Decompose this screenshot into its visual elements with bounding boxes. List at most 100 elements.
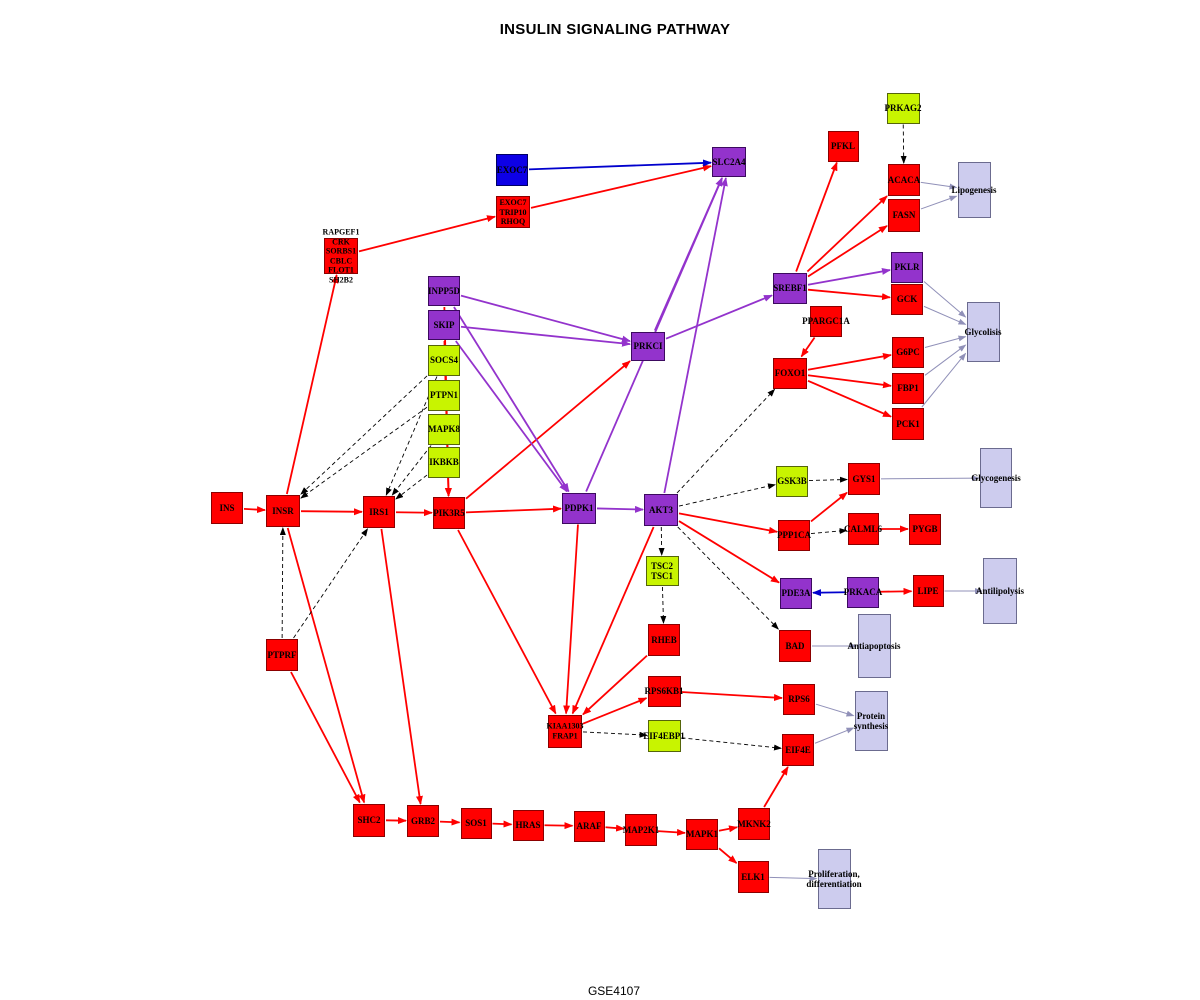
edge-INPP5D-PDPK1 — [453, 306, 570, 493]
edge-FOXO1-FBP1 — [807, 374, 892, 389]
edge-SREBF1-GCK — [807, 288, 891, 301]
node-label: FASN — [892, 210, 916, 220]
node-label: PCK1 — [896, 419, 920, 429]
edge-PPP1CA-GYS1 — [810, 491, 848, 523]
edge-IRS1-PIK3R5 — [395, 509, 433, 517]
edge-FBP1-Glycolisis — [924, 344, 967, 376]
node-label: SLC2A4 — [712, 157, 746, 167]
gene-socs4-node: SOCS4 — [428, 344, 460, 376]
node-label: SOCS4 — [429, 355, 459, 365]
edge-INSR-IRS1 — [300, 508, 363, 516]
edge-PKLR-Glycolisis — [923, 281, 967, 318]
edge-PDPK1-KIAA — [563, 524, 579, 715]
gene-ptprf-node: PTPRF — [266, 639, 298, 671]
node-label: FOXO1 — [774, 368, 806, 378]
gene-rapgef1c-node: RAPGEF1 CRK SORBS1 CBLC FLOT1 SH2B2 — [323, 228, 360, 285]
gene-rps6kb1-node: RPS6KB1 — [644, 675, 684, 707]
edge-ACACA-Lipogenesis — [920, 181, 958, 190]
edge-MAPK8-IRS1 — [391, 445, 432, 496]
edge-G6PC-Glycolisis — [924, 335, 967, 348]
node-label: MKNK2 — [737, 819, 771, 829]
process-antilipolysis-node: Antilipolysis — [976, 558, 1024, 624]
node-label: INSR — [272, 506, 294, 516]
node-label: KIAA1303 FRAP1 — [546, 721, 584, 741]
gene-calml6-node: CALML6 — [844, 513, 882, 545]
node-label: GCK — [896, 294, 918, 304]
gene-elk1-node: ELK1 — [737, 861, 769, 893]
gene-slc2a4-node: SLC2A4 — [712, 147, 746, 177]
edge-GSK3B-GYS1 — [808, 476, 848, 483]
node-label: PTPN1 — [430, 390, 458, 400]
edge-PTPRF-INSR — [279, 527, 286, 639]
node-label: Glycolisis — [964, 327, 1002, 337]
node-label: INPP5D — [428, 286, 460, 296]
process-prolif-node: Proliferation, differentiation — [806, 849, 862, 909]
gene-inpp5d-node: INPP5D — [428, 276, 460, 306]
node-label: G6PC — [896, 347, 920, 357]
edge-GCK-Glycolisis — [923, 305, 967, 325]
edge-FOXO1-G6PC — [807, 352, 892, 371]
gene-mapk1-node: MAPK1 — [686, 818, 718, 850]
gene-mapk8-node: MAPK8 — [428, 413, 460, 445]
node-label: SHC2 — [357, 815, 381, 825]
node-label: Antiapoptosis — [847, 641, 901, 651]
edge-IRS1-GRB2 — [380, 528, 423, 805]
edge-IKBKB-IRS1 — [395, 474, 428, 500]
gene-prkag2-node: PRKAG2 — [884, 92, 922, 124]
edge-SREBF1-FASN — [807, 225, 888, 278]
edge-MAPK1-MKNK2 — [718, 825, 738, 833]
node-label: PFKL — [831, 141, 855, 151]
gene-sos1-node: SOS1 — [460, 807, 492, 839]
edge-SOS1-HRAS — [492, 820, 513, 828]
gene-ptpn1-node: PTPN1 — [428, 379, 460, 411]
gene-hras-node: HRAS — [512, 809, 544, 841]
gene-exoc7b-node: EXOC7 — [496, 154, 528, 186]
gene-trip10c-node: EXOC7 TRIP10 RHOQ — [496, 196, 530, 228]
gene-akt3-node: AKT3 — [644, 494, 678, 526]
process-glycogenesis-node: Glycogenesis — [971, 448, 1021, 508]
edge-AKT3-FOXO1 — [676, 388, 776, 494]
node-label: EIF4EBP1 — [643, 731, 685, 741]
gene-rps6-node: RPS6 — [783, 683, 815, 715]
process-glycolisis-node: Glycolisis — [964, 302, 1002, 362]
node-label: Lipogenesis — [951, 185, 997, 195]
node-label: ACACA — [887, 175, 921, 185]
edge-FASN-Lipogenesis — [920, 195, 958, 210]
node-label: FBP1 — [897, 383, 919, 393]
node-label: MAP2K1 — [622, 825, 660, 835]
edge-PIK3R5-PDPK1 — [465, 505, 562, 514]
edge-PPP1CA-CALML6 — [810, 528, 848, 535]
node-label: EXOC7 — [496, 165, 528, 175]
node-label: INS — [219, 503, 235, 513]
node-label: PTPRF — [267, 650, 297, 660]
node-label: SKIP — [433, 320, 455, 330]
gene-pck1-node: PCK1 — [892, 408, 924, 440]
edge-RPS6KB1-RPS6 — [681, 691, 783, 702]
node-label: ARAF — [576, 821, 602, 831]
gene-pik3r5-node: PIK3R5 — [433, 497, 465, 529]
edge-ELK1-Prolif — [769, 875, 818, 882]
node-label: Glycogenesis — [971, 473, 1021, 483]
node-label: ELK1 — [741, 872, 765, 882]
edge-AKT3-PDE3A — [678, 520, 780, 584]
edge-PTPRF-IRS1 — [293, 528, 369, 639]
node-label: PRKACA — [843, 587, 883, 597]
node-label: GRB2 — [410, 816, 436, 826]
edge-SREBF1-PFKL — [795, 161, 838, 272]
edge-PIK3R5-PRKCI — [465, 360, 631, 500]
node-label: GYS1 — [852, 474, 876, 484]
edge-INPP5D-PRKCI — [460, 294, 631, 343]
gene-gys1-node: GYS1 — [848, 463, 880, 495]
edge-MAP2K1-MAPK1 — [657, 828, 686, 836]
node-label: PDPK1 — [564, 503, 594, 513]
node-label: MAPK1 — [686, 829, 718, 839]
gene-eif4ebp1-node: EIF4EBP1 — [643, 720, 685, 752]
node-label: PRKAG2 — [884, 103, 922, 113]
edge-EIF4E-ProteinSyn — [814, 727, 855, 744]
gene-acaca-node: ACACA — [888, 164, 920, 196]
edge-EIF4EBP1-EIF4E — [681, 737, 782, 751]
node-label: Antilipolysis — [975, 586, 1025, 596]
page-title: INSULIN SIGNALING PATHWAY — [499, 21, 731, 38]
gene-prkaca-node: PRKACA — [844, 576, 882, 608]
